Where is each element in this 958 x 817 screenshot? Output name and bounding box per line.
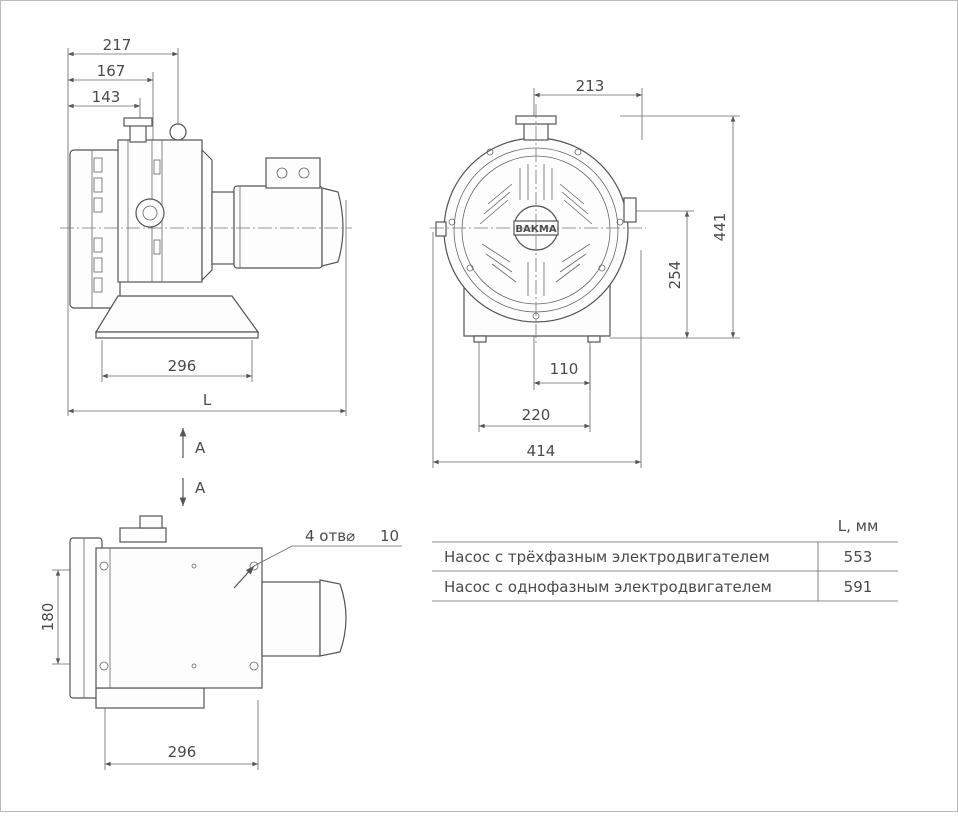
- dim-296-side: 296: [168, 357, 197, 375]
- dim-217: 217: [103, 36, 132, 54]
- length-table: L, мм Насос с трёхфазным электродвигател…: [432, 517, 898, 602]
- dim-167: 167: [97, 62, 126, 80]
- fan-grille: [479, 164, 593, 296]
- dim-441: 441: [711, 213, 729, 242]
- table-header-length: L, мм: [838, 517, 879, 535]
- side-view: 217 167 143 296 L: [60, 36, 352, 416]
- front-view: 213 441 254 110 220 414: [430, 77, 740, 468]
- dim-220: 220: [522, 406, 551, 424]
- table-row-value: 553: [844, 548, 873, 566]
- table-row-label: Насос с трёхфазным электродвигателем: [444, 548, 770, 566]
- table-row-label: Насос с однофазным электродвигателем: [444, 578, 772, 596]
- dim-296-top: 296: [168, 743, 197, 761]
- view-label-a-top: A: [195, 439, 206, 457]
- brand-badge-text: ВАКМА: [515, 224, 556, 235]
- dim-L: L: [203, 391, 212, 409]
- table-row-value: 591: [844, 578, 873, 596]
- view-arrow-up: A: [179, 428, 206, 458]
- dim-180: 180: [39, 603, 57, 632]
- dim-110: 110: [550, 360, 579, 378]
- holes-value: 10: [380, 527, 399, 545]
- dim-414: 414: [527, 442, 556, 460]
- view-arrow-down: A: [179, 478, 206, 506]
- dim-143: 143: [92, 88, 121, 106]
- holes-label: 4 отв⌀: [305, 527, 355, 545]
- top-view: 180 296 4 отв⌀ 10: [39, 515, 402, 770]
- view-label-a-bottom: A: [195, 479, 206, 497]
- cooling-fins: [93, 157, 103, 293]
- dim-213: 213: [576, 77, 605, 95]
- dim-254: 254: [666, 261, 684, 290]
